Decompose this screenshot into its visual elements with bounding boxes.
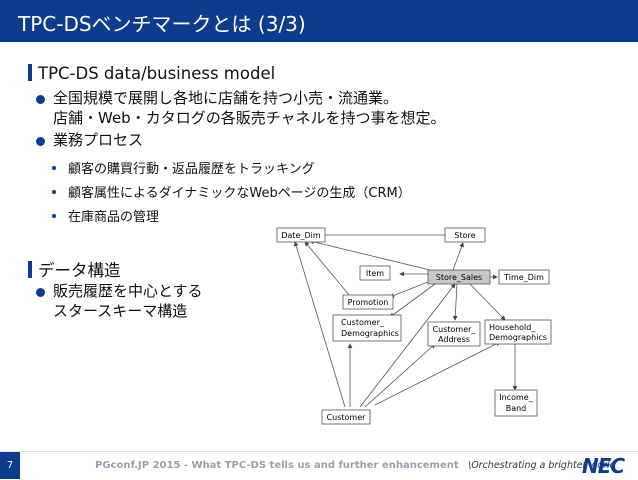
table-label: Store_Sales: [436, 273, 482, 282]
table-promotion: Promotion: [342, 294, 394, 310]
sub-bullet-dot: [52, 166, 56, 170]
table-label: Time_Dim: [503, 273, 544, 282]
slide-footer: [0, 451, 638, 480]
star-schema-diagram: Date_Dim Store Item Store_Sales Time_Dim…: [276, 227, 552, 425]
table-label: Date_Dim: [281, 231, 321, 240]
table-label: Customer: [327, 413, 367, 422]
section-heading-model: TPC-DS data/business model: [28, 64, 275, 83]
sub-bullet-inventory: 在庫商品の管理: [68, 210, 160, 225]
bullet-dot: [36, 288, 45, 297]
table-label: Demographics: [489, 333, 547, 342]
table-household-demographics: Household_ Demographics: [484, 319, 552, 345]
sub-bullet-crm: 顧客属性によるダイナミックなWebページの生成（CRM）: [68, 186, 411, 201]
table-store: Store: [444, 227, 486, 243]
section-bar: [28, 64, 32, 81]
table-label: Promotion: [348, 298, 389, 307]
table-customer: Customer: [321, 409, 371, 425]
section-heading-data-structure: データ構造: [28, 257, 121, 281]
sub-bullet-tracking: 顧客の購買行動・返品履歴をトラッキング: [68, 162, 315, 177]
table-date-dim: Date_Dim: [276, 227, 326, 243]
bullet-retail-line1: 全国規模で展開し各地に店舗を持つ小売・流通業。: [53, 89, 399, 107]
table-income-band: Income_ Band: [494, 389, 538, 417]
section-heading-text: データ構造: [38, 261, 121, 280]
table-time-dim: Time_Dim: [498, 269, 550, 285]
sub-bullet-dot: [52, 190, 56, 194]
relationship-lines: [293, 232, 518, 408]
bullet-dot: [36, 137, 45, 146]
footer-tagline: \Orchestrating a brighter world: [468, 460, 616, 471]
bullet-dot: [36, 95, 45, 104]
table-label: Item: [366, 269, 384, 278]
table-customer-demographics: Customer_ Demographics: [332, 314, 402, 342]
slide-title: TPC-DSベンチマークとは (3/3): [18, 12, 306, 36]
table-item: Item: [359, 265, 391, 281]
table-label: Demographics: [341, 329, 399, 338]
table-label: Address: [438, 335, 470, 344]
table-label: Band: [506, 404, 527, 413]
slide-header: TPC-DSベンチマークとは (3/3): [0, 0, 638, 42]
table-label: Customer_: [433, 325, 477, 334]
bullet-business-process: 業務プロセス: [53, 131, 144, 149]
table-label: Customer_: [341, 318, 385, 327]
footer-conference-text: PGconf.JP 2015 - What TPC-DS tells us an…: [95, 460, 459, 471]
section-heading-text: TPC-DS data/business model: [38, 64, 276, 83]
bullet-retail-line2: 店舗・Web・カタログの各販売チャネルを持つ事を想定。: [53, 109, 446, 127]
section-bar: [28, 261, 32, 278]
table-label: Income_: [499, 393, 533, 402]
table-store-sales: Store_Sales: [427, 269, 491, 285]
bullet-star-schema-line2: スタースキーマ構造: [53, 302, 188, 320]
table-label: Store: [454, 231, 475, 240]
bullet-star-schema-line1: 販売履歴を中心とする: [53, 282, 203, 300]
sub-bullet-dot: [52, 214, 56, 218]
nec-logo: NEC: [582, 454, 625, 478]
table-customer-address: Customer_ Address: [427, 321, 481, 347]
page-number: 7: [0, 452, 20, 479]
table-label: Household_: [489, 323, 536, 332]
